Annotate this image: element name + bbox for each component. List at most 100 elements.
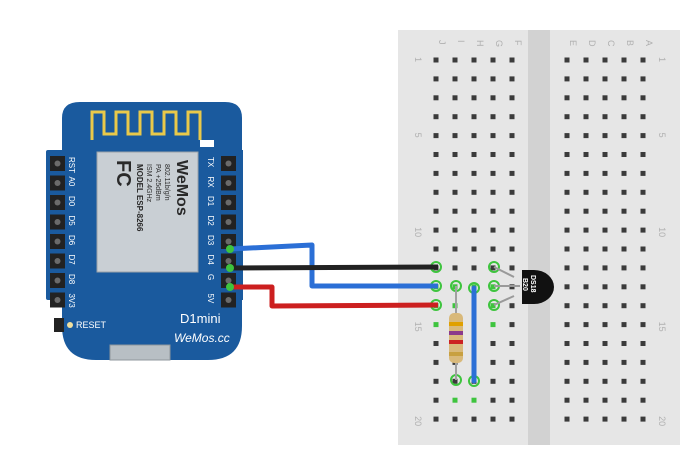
breadboard-hole[interactable] bbox=[433, 341, 439, 346]
breadboard-hole[interactable] bbox=[564, 133, 570, 139]
breadboard-hole[interactable] bbox=[509, 416, 515, 422]
breadboard-hole[interactable] bbox=[509, 227, 515, 233]
breadboard-hole[interactable] bbox=[602, 76, 608, 82]
breadboard-hole[interactable] bbox=[471, 246, 477, 252]
breadboard-hole[interactable] bbox=[621, 227, 627, 233]
breadboard-hole[interactable] bbox=[509, 189, 515, 195]
breadboard-hole[interactable] bbox=[621, 57, 627, 63]
breadboard-hole[interactable] bbox=[583, 189, 589, 195]
breadboard-hole[interactable] bbox=[564, 378, 570, 384]
breadboard-hole[interactable] bbox=[602, 397, 608, 403]
breadboard-hole[interactable] bbox=[564, 152, 570, 157]
reset-button[interactable] bbox=[54, 318, 64, 332]
breadboard-hole[interactable] bbox=[602, 359, 608, 365]
breadboard-hole[interactable] bbox=[564, 265, 570, 271]
breadboard-hole[interactable] bbox=[490, 114, 496, 120]
breadboard-hole[interactable] bbox=[433, 416, 439, 422]
breadboard-hole[interactable] bbox=[433, 95, 439, 101]
breadboard-hole[interactable] bbox=[509, 246, 515, 252]
breadboard-hole[interactable] bbox=[509, 303, 515, 309]
breadboard-hole[interactable] bbox=[490, 57, 496, 63]
breadboard-hole[interactable] bbox=[509, 378, 515, 384]
breadboard-hole[interactable] bbox=[509, 208, 515, 214]
breadboard-hole[interactable] bbox=[509, 95, 515, 101]
breadboard-hole[interactable] bbox=[564, 76, 570, 82]
breadboard-hole[interactable] bbox=[452, 170, 458, 176]
breadboard-hole[interactable] bbox=[452, 114, 458, 120]
breadboard-hole[interactable] bbox=[583, 227, 589, 233]
breadboard-hole[interactable] bbox=[433, 152, 439, 157]
breadboard-hole[interactable] bbox=[602, 227, 608, 233]
breadboard-hole[interactable] bbox=[602, 416, 608, 422]
breadboard-hole[interactable] bbox=[433, 227, 439, 233]
breadboard-hole[interactable] bbox=[490, 76, 496, 82]
breadboard-hole[interactable] bbox=[433, 208, 439, 214]
breadboard-hole[interactable] bbox=[640, 284, 646, 290]
breadboard-hole[interactable] bbox=[583, 208, 589, 214]
breadboard-hole[interactable] bbox=[621, 208, 627, 214]
breadboard-hole[interactable] bbox=[602, 57, 608, 63]
breadboard-hole[interactable] bbox=[640, 189, 646, 195]
breadboard-hole[interactable] bbox=[452, 95, 458, 101]
breadboard-hole[interactable] bbox=[640, 95, 646, 101]
breadboard-hole[interactable] bbox=[564, 208, 570, 214]
breadboard-hole[interactable] bbox=[640, 303, 646, 309]
breadboard-hole[interactable] bbox=[602, 95, 608, 101]
breadboard-hole[interactable] bbox=[452, 416, 458, 422]
breadboard-hole[interactable] bbox=[509, 322, 515, 328]
breadboard-hole[interactable] bbox=[471, 133, 477, 139]
breadboard-hole[interactable] bbox=[602, 284, 608, 290]
breadboard-hole[interactable] bbox=[640, 378, 646, 384]
breadboard-hole[interactable] bbox=[621, 152, 627, 157]
breadboard-hole[interactable] bbox=[490, 341, 496, 346]
breadboard-hole[interactable] bbox=[583, 397, 589, 403]
breadboard-hole[interactable] bbox=[583, 359, 589, 365]
breadboard-hole[interactable] bbox=[452, 246, 458, 252]
breadboard-hole[interactable] bbox=[452, 189, 458, 195]
breadboard-hole[interactable] bbox=[621, 341, 627, 346]
breadboard-hole[interactable] bbox=[471, 189, 477, 195]
breadboard-hole[interactable] bbox=[452, 152, 458, 157]
breadboard-hole[interactable] bbox=[490, 284, 496, 290]
breadboard-hole[interactable] bbox=[621, 416, 627, 422]
breadboard-hole[interactable] bbox=[564, 341, 570, 346]
breadboard-hole[interactable] bbox=[490, 227, 496, 233]
breadboard-hole[interactable] bbox=[640, 227, 646, 233]
breadboard-hole[interactable] bbox=[583, 246, 589, 252]
breadboard-hole[interactable] bbox=[509, 133, 515, 139]
breadboard-hole[interactable] bbox=[471, 57, 477, 63]
breadboard-hole[interactable] bbox=[602, 114, 608, 120]
ds18b20-sensor[interactable]: DS18 B20 bbox=[493, 266, 554, 306]
breadboard-hole[interactable] bbox=[509, 397, 515, 403]
breadboard-hole[interactable] bbox=[602, 208, 608, 214]
breadboard-hole[interactable] bbox=[602, 341, 608, 346]
breadboard-hole[interactable] bbox=[602, 170, 608, 176]
breadboard-hole[interactable] bbox=[471, 397, 477, 403]
breadboard-hole[interactable] bbox=[564, 189, 570, 195]
breadboard-hole[interactable] bbox=[602, 303, 608, 309]
breadboard-hole[interactable] bbox=[583, 416, 589, 422]
breadboard-hole[interactable] bbox=[640, 359, 646, 365]
breadboard-hole[interactable] bbox=[640, 246, 646, 252]
breadboard-hole[interactable] bbox=[471, 76, 477, 82]
breadboard-hole[interactable] bbox=[452, 265, 458, 271]
resistor[interactable] bbox=[449, 286, 463, 380]
breadboard-hole[interactable] bbox=[564, 114, 570, 120]
breadboard-hole[interactable] bbox=[621, 170, 627, 176]
black-ground-wire[interactable] bbox=[229, 264, 439, 271]
breadboard-hole[interactable] bbox=[564, 416, 570, 422]
breadboard-hole[interactable] bbox=[621, 133, 627, 139]
breadboard-hole[interactable] bbox=[452, 76, 458, 82]
breadboard-hole[interactable] bbox=[490, 359, 496, 365]
breadboard-hole[interactable] bbox=[471, 416, 477, 422]
breadboard-hole[interactable] bbox=[564, 57, 570, 63]
breadboard-hole[interactable] bbox=[621, 397, 627, 403]
breadboard-hole[interactable] bbox=[621, 265, 627, 271]
breadboard-hole[interactable] bbox=[640, 57, 646, 63]
breadboard-hole[interactable] bbox=[490, 378, 496, 384]
breadboard-hole[interactable] bbox=[583, 114, 589, 120]
breadboard-hole[interactable] bbox=[621, 246, 627, 252]
breadboard-hole[interactable] bbox=[583, 265, 589, 271]
breadboard-hole[interactable] bbox=[640, 152, 646, 157]
breadboard-hole[interactable] bbox=[509, 57, 515, 63]
